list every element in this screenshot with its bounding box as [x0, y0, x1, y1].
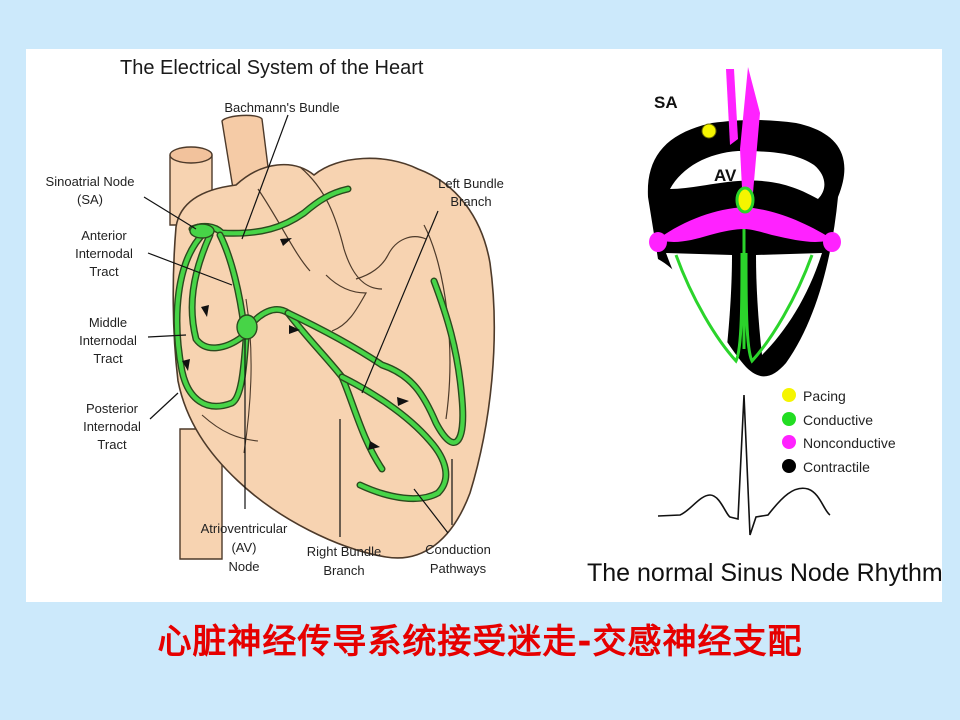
schematic-heart: SA AV	[647, 67, 845, 377]
legend-item-conductive: Conductive	[782, 412, 873, 428]
legend-swatch-contractile	[782, 459, 796, 473]
atrial-outline	[257, 188, 311, 272]
legend-label-nonconductive: Nonconductive	[803, 435, 896, 451]
pulmonary-outline	[299, 166, 383, 290]
label-bachmanns-bundle: Bachmann's Bundle	[224, 100, 339, 115]
vena-cava-opening	[169, 146, 213, 164]
label-left-bundle-line2: Branch	[450, 194, 491, 209]
legend-label-conductive: Conductive	[803, 412, 873, 428]
label-anterior-line1: Anterior	[81, 228, 127, 243]
schematic-av-label: AV	[714, 166, 737, 185]
label-posterior-line1: Posterior	[86, 401, 139, 416]
conduction-pathways	[173, 185, 467, 503]
legend-swatch-conductive	[782, 412, 796, 426]
legend-label-pacing: Pacing	[803, 388, 846, 404]
slide-caption: 心脏神经传导系统接受迷走-交感神经支配	[157, 622, 803, 662]
legend-swatch-pacing	[782, 388, 796, 402]
label-middle-line2: Internodal	[79, 333, 137, 348]
legend: Pacing Conductive Nonconductive Contract…	[782, 388, 896, 475]
figure-panel: The Electrical System of the Heart	[26, 49, 942, 602]
label-sa-node-line2: (SA)	[77, 192, 103, 207]
label-anterior-line2: Internodal	[75, 246, 133, 261]
septum-outline	[325, 274, 368, 332]
legend-item-contractile: Contractile	[782, 459, 870, 475]
label-av-node-line3: Node	[228, 559, 259, 574]
label-middle-line3: Tract	[93, 351, 123, 366]
label-sa-node-line1: Sinoatrial Node	[46, 174, 135, 189]
heart-labels: Bachmann's Bundle Sinoatrial Node (SA) A…	[46, 100, 504, 578]
label-right-bundle-line1: Right Bundle	[307, 544, 381, 559]
label-av-node-line2: (AV)	[231, 540, 256, 555]
legend-item-nonconductive: Nonconductive	[782, 435, 896, 451]
label-posterior-line3: Tract	[97, 437, 127, 452]
label-middle-line1: Middle	[89, 315, 127, 330]
label-posterior-line2: Internodal	[83, 419, 141, 434]
legend-label-contractile: Contractile	[803, 459, 870, 475]
left-atrium-outline	[355, 236, 427, 280]
pacing-sa-node	[701, 123, 717, 139]
schematic-sa-label: SA	[654, 93, 678, 112]
label-av-node-line1: Atrioventricular	[201, 521, 288, 536]
pacing-av-node	[735, 186, 755, 214]
heart-diagram-title: The Electrical System of the Heart	[120, 57, 424, 79]
nonconductive-valve-plane	[658, 207, 832, 242]
label-right-bundle-line2: Branch	[323, 563, 364, 578]
heart-illustration	[169, 114, 496, 560]
label-anterior-line3: Tract	[89, 264, 119, 279]
nonconductive-vessel-left	[726, 69, 738, 145]
leader-lines	[143, 114, 453, 537]
label-conduction-line1: Conduction	[425, 542, 491, 557]
ivc-junction	[201, 414, 259, 442]
av-node-blob	[236, 314, 258, 340]
sa-node-blob	[189, 223, 215, 239]
rhythm-title: The normal Sinus Node Rhythm	[587, 559, 942, 587]
heart-conduction-figure: The Electrical System of the Heart	[46, 57, 942, 587]
legend-swatch-nonconductive	[782, 435, 796, 449]
ecg-trace	[657, 394, 831, 536]
label-left-bundle-line1: Left Bundle	[438, 176, 504, 191]
label-conduction-line2: Pathways	[430, 561, 487, 576]
legend-item-pacing: Pacing	[782, 388, 846, 404]
